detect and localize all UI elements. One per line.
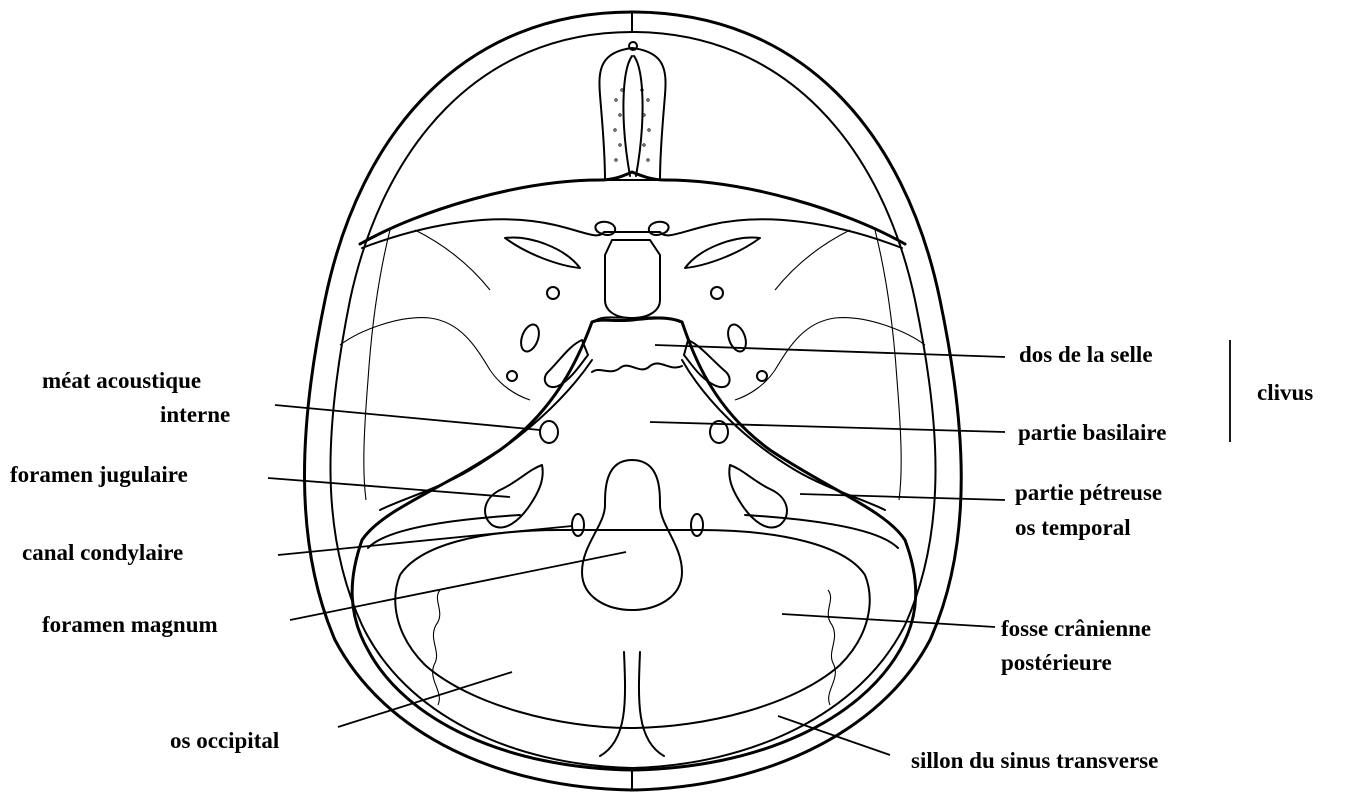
label-clivus: clivus — [1257, 380, 1313, 405]
leader-partie-basilaire — [650, 422, 1005, 432]
left-foramen-rotundum — [547, 287, 559, 299]
right-petrous-ridge — [682, 360, 885, 510]
left-foramen-ovale — [518, 322, 543, 354]
label-canal-condylaire: canal condylaire — [22, 540, 183, 565]
posterior-cranial-fossa — [352, 318, 916, 770]
lesser-wing-border — [360, 172, 905, 244]
right-foramen-spinosum — [757, 371, 767, 381]
left-middle-fossa-suture — [340, 318, 530, 400]
right-squamous-suture — [875, 230, 901, 500]
left-foramen-spinosum — [507, 371, 517, 381]
crista-galli — [599, 42, 665, 180]
left-condylar-canal — [572, 514, 584, 536]
sella-turcica — [605, 240, 660, 318]
label-foramen-jugulaire: foramen jugulaire — [10, 462, 188, 487]
label-dos-selle: dos de la selle — [1019, 342, 1153, 367]
leader-sillon — [778, 716, 890, 755]
label-fosse-line1: fosse crânienne — [1001, 616, 1151, 641]
right-foramen-ovale — [725, 322, 750, 354]
foramen-magnum — [582, 460, 682, 610]
right-occipitomastoid-suture — [828, 590, 835, 705]
left-superior-orbital-fissure — [505, 238, 580, 268]
sphenoid-ridge — [362, 219, 902, 248]
label-foramen-magnum: foramen magnum — [42, 612, 218, 637]
leader-petreuse — [800, 494, 1005, 500]
transverse-sinus-groove — [395, 530, 869, 728]
right-sphenoid-bump — [775, 230, 850, 290]
right-condylar-canal — [691, 514, 703, 536]
label-fosse-line2: postérieure — [1001, 650, 1112, 675]
label-petreuse-line1: partie pétreuse — [1015, 480, 1162, 505]
label-partie-basilaire: partie basilaire — [1018, 420, 1166, 445]
label-meat-line2: interne — [160, 402, 230, 427]
leader-meat — [275, 405, 540, 430]
leader-fosse — [782, 614, 995, 627]
label-petreuse-line2: os temporal — [1015, 515, 1131, 540]
right-superior-orbital-fissure — [685, 238, 760, 268]
left-squamous-suture — [364, 230, 390, 500]
left-occipitomastoid-suture — [433, 590, 440, 705]
leader-canal-condylaire — [278, 526, 572, 555]
right-middle-fossa-suture — [735, 318, 925, 400]
right-foramen-rotundum — [711, 287, 723, 299]
left-internal-acoustic-meatus — [540, 421, 558, 443]
internal-occipital-crest — [600, 652, 664, 756]
label-sillon-sinus: sillon du sinus transverse — [911, 748, 1158, 773]
skull-outer-outline — [304, 12, 961, 790]
left-petrous-ridge — [380, 360, 592, 510]
label-meat-line1: méat acoustique — [42, 368, 201, 393]
spheno-occipital-synchondrosis — [592, 363, 682, 372]
skull-inner-outline — [330, 32, 935, 768]
left-sphenoid-bump — [415, 230, 490, 290]
sigmoid-sinus-line-right — [745, 515, 898, 548]
label-os-occipital: os occipital — [170, 728, 279, 753]
